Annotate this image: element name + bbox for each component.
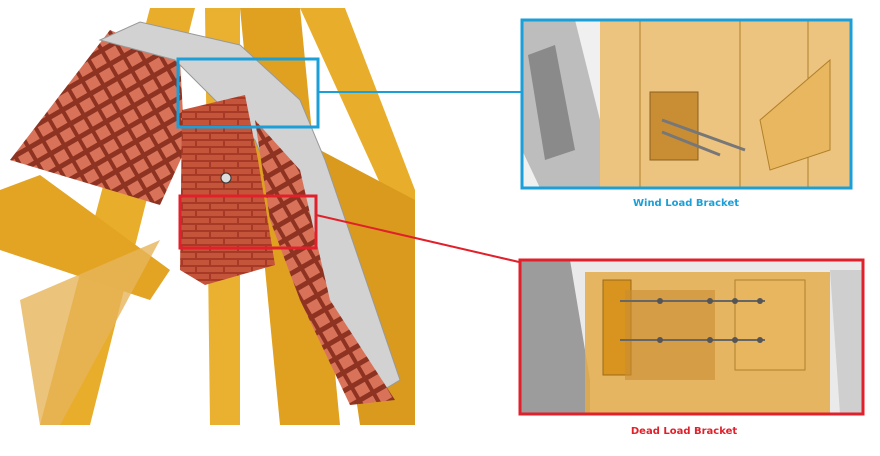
lead-flashing xyxy=(98,21,401,396)
bracket-marker-icon xyxy=(220,172,232,184)
chimney-brick xyxy=(180,95,275,285)
ridge-board xyxy=(20,240,160,425)
dead-load-bracket-label: Dead Load Bracket xyxy=(630,426,738,437)
dead-load-highlight-box xyxy=(178,194,318,250)
dead-load-detail xyxy=(518,258,865,416)
roof-tiles-right xyxy=(255,120,395,405)
roof-tiles-left xyxy=(10,30,185,205)
dead-connector-line xyxy=(315,214,520,263)
wind-load-bracket-label: Wind Load Bracket xyxy=(632,198,740,209)
chimney-render xyxy=(0,8,415,425)
wind-load-detail xyxy=(520,18,853,190)
